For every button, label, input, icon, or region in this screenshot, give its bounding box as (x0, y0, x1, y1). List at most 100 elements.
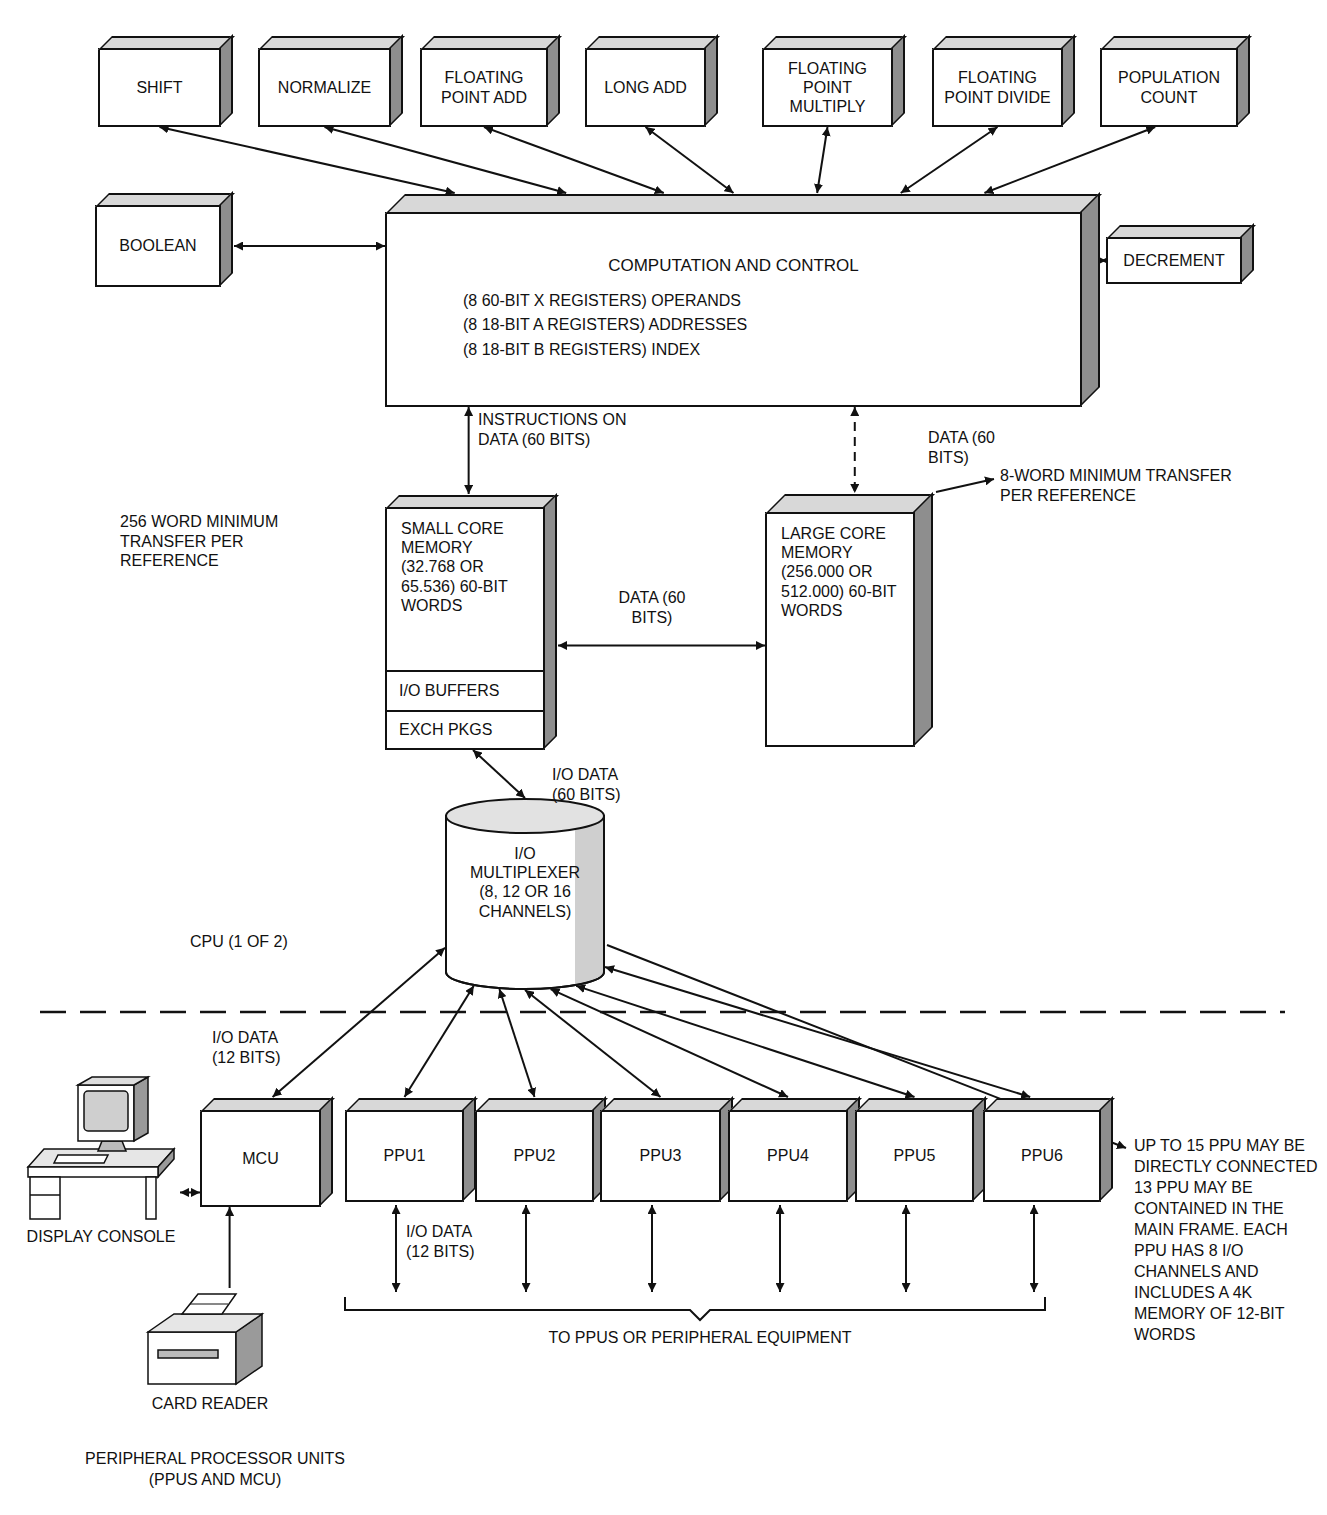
edge-label: I/O DATA (60 BITS) (552, 765, 642, 804)
label-holder: 256 WORD MINIMUM TRANSFER PER REFERENCE (120, 512, 290, 571)
function-unit: BOOLEAN (95, 205, 221, 287)
processor-unit: PPU5 (855, 1110, 974, 1202)
box-label: NORMALIZE (266, 78, 383, 97)
transfer-note: 256 WORD MINIMUM TRANSFER PER REFERENCE (120, 512, 290, 571)
label-holder: UP TO 15 PPU MAY BE DIRECTLY CONNECTED 1… (1134, 1135, 1320, 1345)
memory-box: LARGE CORE MEMORY (256.000 OR 512.000) 6… (765, 512, 915, 747)
box-label: COMPUTATION AND CONTROL (393, 256, 1074, 276)
data-path-arrow (605, 967, 1030, 1097)
edge-label-holder: I/O DATA (12 BITS) (212, 1028, 297, 1067)
drawer-line (30, 1194, 60, 1196)
illustration (22, 1075, 180, 1225)
data-path-arrow (499, 989, 534, 1097)
label-holder: TO PPUS OR PERIPHERAL EQUIPMENT (450, 1328, 950, 1348)
box-label: PPU3 (608, 1146, 713, 1165)
box-label: FLOATING POINT ADD (428, 68, 540, 106)
data-path-arrow (180, 1191, 200, 1193)
data-path-arrow (473, 750, 525, 798)
grouping-brace (345, 1297, 1045, 1320)
box-label: SHIFT (106, 78, 213, 97)
edge-label: I/O DATA (12 BITS) (212, 1028, 297, 1067)
box-label: PPU2 (483, 1146, 586, 1165)
function-unit: FLOATING POINT ADD (420, 48, 548, 127)
box-label: POPULATION COUNT (1108, 68, 1230, 106)
card-reader: CARD READER (140, 1288, 280, 1433)
group-label: TO PPUS OR PERIPHERAL EQUIPMENT (450, 1328, 950, 1348)
leader-arrow (936, 479, 994, 492)
data-path-arrow (854, 407, 856, 493)
box-label: PPU6 (991, 1146, 1093, 1165)
card-edge (190, 1304, 228, 1305)
processor-unit: PPU6 (983, 1110, 1101, 1202)
monitor-side (134, 1077, 148, 1141)
cylinder-body (446, 816, 604, 989)
monitor-top (78, 1077, 148, 1085)
function-unit: DECREMENT (1106, 237, 1242, 284)
monitor-front (78, 1085, 134, 1141)
box-label: DECREMENT (1114, 251, 1234, 270)
memory-section: EXCH PKGS (387, 710, 543, 748)
reader-front (148, 1332, 236, 1384)
data-path-arrow (468, 407, 470, 494)
box-label: LARGE CORE MEMORY (256.000 OR 512.000) 6… (781, 524, 899, 620)
box-label: FLOATING POINT MULTIPLY (770, 59, 885, 117)
monitor-base (98, 1141, 126, 1151)
data-path-arrow (229, 1207, 231, 1288)
card-slot (158, 1350, 218, 1358)
function-unit: LONG ADD (585, 48, 706, 127)
box-label: BOOLEAN (103, 236, 213, 255)
processor-unit: PPU2 (475, 1110, 594, 1202)
data-path-arrow (901, 127, 998, 193)
box-label: EXCH PKGS (399, 720, 531, 739)
illustration (140, 1288, 280, 1392)
box-label: LONG ADD (593, 78, 698, 97)
label-holder: CPU (1 OF 2) (190, 932, 330, 952)
transfer-note: 8-WORD MINIMUM TRANSFER PER REFERENCE (1000, 466, 1245, 505)
data-path-arrow (558, 645, 765, 647)
io-arrow (651, 1205, 653, 1292)
caption-label: PERIPHERAL PROCESSOR UNITS (PPUS AND MCU… (70, 1448, 360, 1490)
io-arrow (779, 1205, 781, 1292)
box-label: PPU1 (353, 1146, 456, 1165)
data-path-arrow (160, 127, 455, 193)
label-holder: I/O DATA (12 BITS) (406, 1222, 496, 1261)
data-path-arrow (234, 245, 385, 247)
cylinder-top (446, 799, 604, 833)
memory-section: I/O BUFFERS (387, 670, 543, 710)
function-unit: NORMALIZE (258, 48, 391, 127)
cylinder-shade (575, 816, 604, 984)
multiplexer-cylinder: I/O MULTIPLEXER (8, 12 OR 16 CHANNELS) (445, 798, 605, 990)
cpu-boundary-line (40, 1011, 1285, 1014)
box-label: DISPLAY CONSOLE (22, 1227, 180, 1246)
section-label: CPU (1 OF 2) (190, 932, 330, 952)
edge-label-holder: I/O DATA (60 BITS) (552, 765, 642, 804)
register-line: (8 18-BIT A REGISTERS) ADDRESSES (393, 313, 1074, 338)
data-path-arrow (576, 986, 914, 1097)
control-box: COMPUTATION AND CONTROL (8 60-BIT X REGIS… (385, 212, 1082, 407)
data-path-arrow (325, 127, 567, 193)
box-label: I/O MULTIPLEXER (8, 12 OR 16 CHANNELS) (465, 844, 585, 921)
edge-label-holder: DATA (60 BITS) (928, 428, 1018, 467)
note-text: UP TO 15 PPU MAY BE DIRECTLY CONNECTED 1… (1134, 1135, 1320, 1345)
data-path-arrow (405, 986, 474, 1097)
processor-unit: PPU1 (345, 1110, 464, 1202)
io-arrow (905, 1205, 907, 1292)
box-label: PPU4 (736, 1146, 840, 1165)
edge-label-holder: INSTRUCTIONS ON DATA (60 BITS) (478, 410, 643, 449)
register-line: (8 60-BIT X REGISTERS) OPERANDS (393, 289, 1074, 314)
box-label: SMALL CORE MEMORY (32.768 OR 65.536) 60-… (401, 519, 529, 615)
label-holder: PERIPHERAL PROCESSOR UNITS (PPUS AND MCU… (70, 1448, 360, 1490)
box-label: CARD READER (140, 1394, 280, 1413)
box-label: FLOATING POINT DIVIDE (940, 68, 1055, 106)
memory-box: SMALL CORE MEMORY (32.768 OR 65.536) 60-… (385, 507, 545, 750)
box-label: PPU5 (863, 1146, 966, 1165)
edge-label: DATA (60 BITS) (610, 588, 694, 627)
keyboard (54, 1155, 108, 1163)
monitor-screen (84, 1091, 128, 1131)
io-arrow (525, 1205, 527, 1292)
desk-side (158, 1149, 174, 1177)
function-unit: SHIFT (98, 48, 221, 127)
register-line: (8 18-BIT B REGISTERS) INDEX (393, 338, 1074, 363)
card-hopper (182, 1294, 236, 1314)
